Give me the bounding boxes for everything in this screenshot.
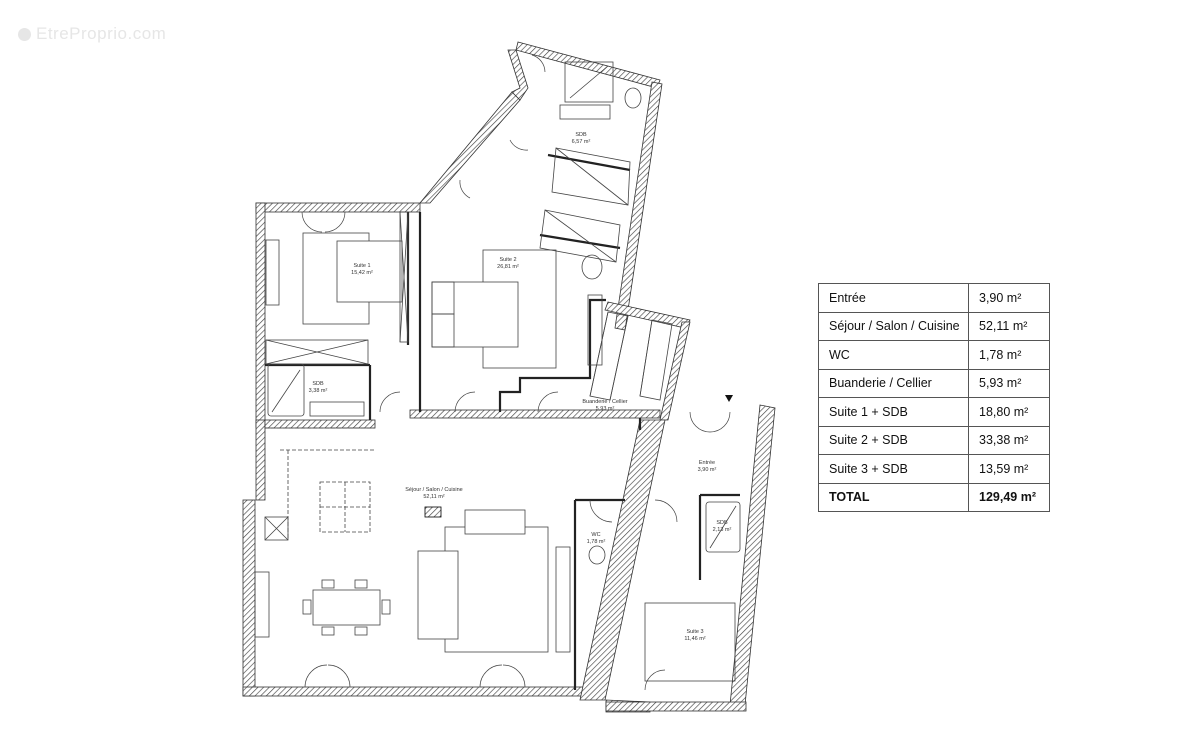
room-label-entree-area: 3,90 m² bbox=[698, 467, 717, 473]
row-label: Suite 3 + SDB bbox=[818, 454, 969, 484]
total-label: TOTAL bbox=[818, 482, 969, 512]
row-label: Suite 1 + SDB bbox=[818, 397, 969, 427]
row-value: 3,90 m² bbox=[968, 283, 1050, 313]
table-row: Suite 1 + SDB 18,80 m² bbox=[818, 397, 1050, 427]
furniture bbox=[254, 61, 741, 682]
table-row: Suite 3 + SDB 13,59 m² bbox=[818, 454, 1050, 484]
rug bbox=[444, 526, 549, 653]
total-value: 129,49 m² bbox=[968, 482, 1050, 512]
watermark: EtreProprio.com bbox=[18, 24, 166, 44]
row-value: 33,38 m² bbox=[968, 425, 1050, 455]
row-label: Buanderie / Cellier bbox=[818, 368, 969, 398]
row-value: 52,11 m² bbox=[968, 311, 1050, 341]
row-label: Suite 2 + SDB bbox=[818, 425, 969, 455]
row-value: 13,59 m² bbox=[968, 454, 1050, 484]
row-label: Entrée bbox=[818, 283, 969, 313]
table-row: Entrée 3,90 m² bbox=[818, 283, 1050, 313]
watermark-text: EtreProprio.com bbox=[36, 24, 167, 43]
entrance-arrow-icon bbox=[725, 395, 733, 402]
exterior-walls bbox=[242, 41, 776, 713]
room-label-suite1-area: 15,42 m² bbox=[351, 270, 373, 276]
area-table: Entrée 3,90 m² Séjour / Salon / Cuisine … bbox=[818, 283, 1050, 512]
room-label-suite3-name: Suite 3 bbox=[686, 629, 703, 635]
room-label-suite3-area: 11,46 m² bbox=[684, 636, 705, 642]
room-label-wc-name: WC bbox=[591, 532, 600, 538]
room-label-buanderie-name: Buanderie / Cellier bbox=[582, 399, 627, 405]
room-label-suite2-area: 26,81 m² bbox=[497, 264, 519, 270]
row-value: 18,80 m² bbox=[968, 397, 1050, 427]
table-row: Buanderie / Cellier 5,93 m² bbox=[818, 368, 1050, 398]
room-label-suite1-name: Suite 1 bbox=[353, 263, 370, 269]
table-row: Séjour / Salon / Cuisine 52,11 m² bbox=[818, 311, 1050, 341]
room-label-sejour-name: Séjour / Salon / Cuisine bbox=[405, 487, 462, 493]
room-label-entree-name: Entrée bbox=[699, 460, 715, 466]
room-label-sdb-suite1-area: 3,38 m² bbox=[309, 388, 328, 394]
dining-table bbox=[312, 589, 381, 626]
room-label-sdb-suite2-area: 6,57 m² bbox=[572, 139, 591, 145]
room-label-buanderie-area: 5,93 m² bbox=[596, 406, 615, 412]
total-row: TOTAL 129,49 m² bbox=[818, 482, 1050, 512]
doors bbox=[301, 54, 731, 691]
room-label-sdb-suite2-name: SDB bbox=[575, 132, 587, 138]
room-label-sejour-area: 52,11 m² bbox=[423, 494, 444, 500]
table-row: WC 1,78 m² bbox=[818, 340, 1050, 370]
row-value: 1,78 m² bbox=[968, 340, 1050, 370]
table-row: Suite 2 + SDB 33,38 m² bbox=[818, 425, 1050, 455]
row-value: 5,93 m² bbox=[968, 368, 1050, 398]
row-label: Séjour / Salon / Cuisine bbox=[818, 311, 969, 341]
room-labels: SDB 6,57 m² Suite 2 26,81 m² Suite 1 15,… bbox=[309, 132, 732, 642]
room-label-sdb-suite3-name: SDB bbox=[716, 520, 728, 526]
room-label-suite2-name: Suite 2 bbox=[499, 257, 516, 263]
room-label-wc-area: 1,78 m² bbox=[587, 539, 606, 545]
row-label: WC bbox=[818, 340, 969, 370]
room-label-sdb-suite1-name: SDB bbox=[312, 381, 324, 387]
room-label-sdb-suite3-area: 2,13 m² bbox=[713, 527, 732, 533]
logo-circle-icon bbox=[18, 27, 31, 41]
